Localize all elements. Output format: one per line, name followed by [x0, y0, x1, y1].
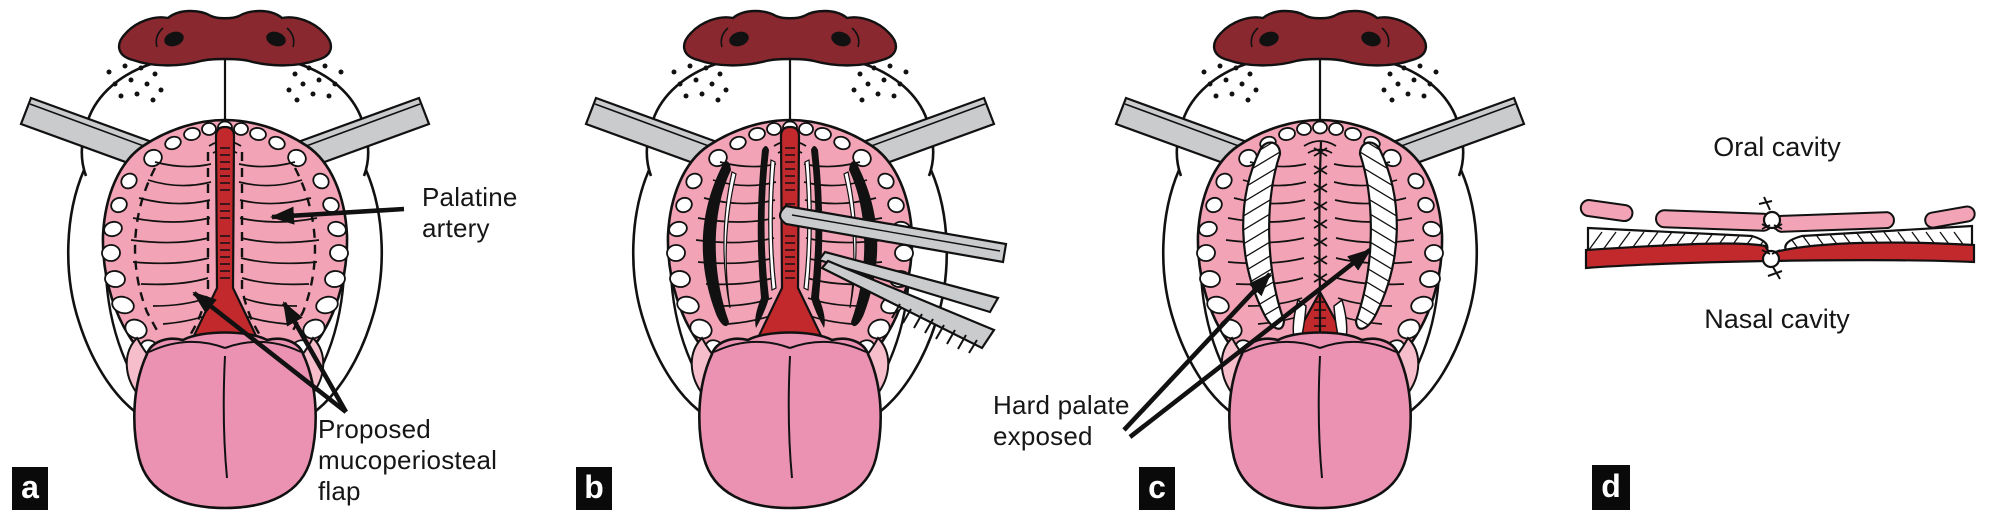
label-hard-palate-exposed: Hard palate exposed	[993, 390, 1130, 451]
periosteal-elevator	[778, 204, 1008, 264]
label-proposed-flap: Proposed mucoperiosteal flap	[318, 414, 498, 506]
panel-letter-c: c	[1139, 467, 1175, 510]
forceps-grip-serrations	[891, 303, 978, 354]
label-nasal-cavity: Nasal cavity	[1704, 304, 1850, 334]
oral-flaps	[1579, 199, 1976, 233]
label-oral-cavity: Oral cavity	[1713, 132, 1841, 162]
panel-letter-d: d	[1592, 465, 1630, 510]
arrow-flap-left	[192, 291, 348, 414]
oral-flap-right	[1773, 211, 1895, 233]
annotation-arrows	[192, 206, 1372, 439]
panel-d	[1579, 196, 1976, 280]
midline-suture	[1313, 141, 1328, 295]
panel-letter-a: a	[12, 467, 48, 510]
arrow-palatine-artery	[270, 206, 405, 225]
arrow-bone-right	[1128, 248, 1372, 439]
thumb-forceps	[817, 250, 1000, 354]
arrow-bone-left	[1122, 272, 1272, 432]
oral-mucosa-strip-left	[1579, 199, 1634, 223]
panel-c	[1116, 11, 1524, 510]
suture-knot-oral	[1758, 196, 1783, 230]
nasal-mucosa	[1584, 241, 1976, 270]
oral-flap-left	[1655, 209, 1773, 232]
oral-mucosa-strip-right	[1924, 205, 1976, 229]
suture-knot-nasal	[1761, 249, 1783, 280]
arrow-flap-right	[282, 301, 348, 414]
panel-letter-b: b	[576, 467, 612, 510]
label-palatine-artery: Palatine artery	[422, 182, 518, 243]
panel-b	[586, 11, 1008, 510]
